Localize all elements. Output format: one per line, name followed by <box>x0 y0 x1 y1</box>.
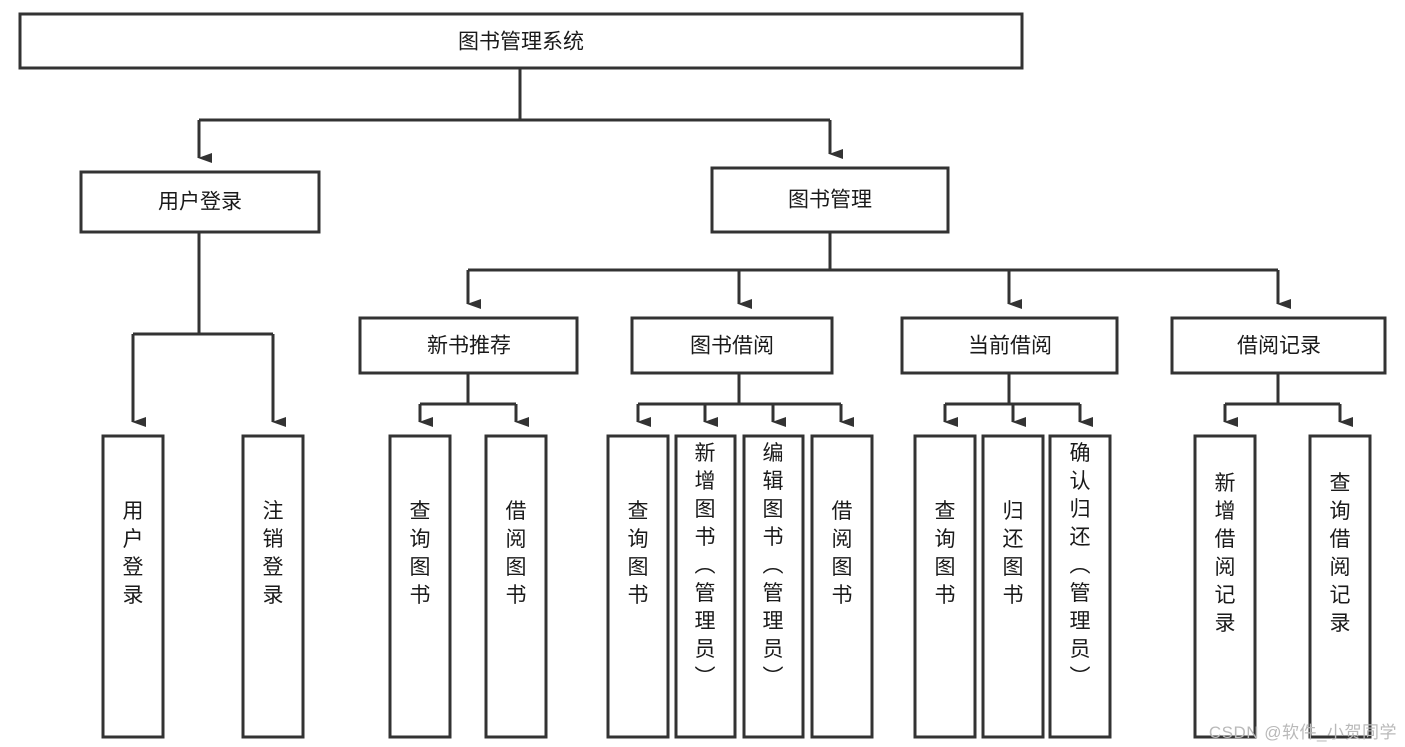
node-leaf-query-book-3-box[interactable] <box>913 434 977 739</box>
node-book-borrow-label: 图书借阅 <box>690 335 774 358</box>
node-leaf-query-book-1[interactable]: 查询图书 <box>388 434 452 739</box>
node-book-borrow-box[interactable] <box>630 316 834 375</box>
node-current-borrow-box[interactable] <box>900 316 1119 375</box>
node-leaf-add-record[interactable]: 新增借阅记录 <box>1193 434 1257 739</box>
node-leaf-user-login-box[interactable] <box>101 434 165 739</box>
node-root-box[interactable] <box>18 12 1024 70</box>
node-leaf-query-record-box[interactable] <box>1308 434 1372 739</box>
node-book-mgmt[interactable]: 图书管理 <box>710 166 950 234</box>
edge-group-book-mgmt <box>466 232 1291 309</box>
node-leaf-borrow-book-1-label: 借阅图书 <box>506 500 527 607</box>
node-leaf-borrow-book-2-label: 借阅图书 <box>832 500 853 607</box>
node-leaf-query-book-2[interactable]: 查询图书 <box>606 434 670 739</box>
node-borrow-record[interactable]: 借阅记录 <box>1170 316 1387 375</box>
edge-group-book-borrow <box>636 373 854 427</box>
node-leaf-edit-book[interactable]: 编辑图书︵管理员︶ <box>742 434 805 739</box>
node-leaf-add-book-label: 新增图书︵管理员︶ <box>695 442 716 689</box>
node-leaf-edit-book-label: 编辑图书︵管理员︶ <box>763 442 784 689</box>
node-leaf-add-record-label: 新增借阅记录 <box>1215 472 1236 635</box>
node-leaf-return-book-box[interactable] <box>981 434 1045 739</box>
node-leaf-query-record[interactable]: 查询借阅记录 <box>1308 434 1372 739</box>
node-leaf-logout-box[interactable] <box>241 434 305 739</box>
node-leaf-query-book-3[interactable]: 查询图书 <box>913 434 977 739</box>
node-new-book-rec-label: 新书推荐 <box>427 335 511 358</box>
node-user-login-label: 用户登录 <box>158 191 242 214</box>
node-leaf-user-login[interactable]: 用户登录 <box>101 434 165 739</box>
node-leaf-user-login-label: 用户登录 <box>123 500 144 607</box>
node-root[interactable]: 图书管理系统 <box>18 12 1024 70</box>
node-leaf-query-book-1-label: 查询图书 <box>410 500 431 607</box>
node-book-mgmt-label: 图书管理 <box>788 189 872 212</box>
node-user-login[interactable]: 用户登录 <box>79 170 321 234</box>
node-leaf-borrow-book-2[interactable]: 借阅图书 <box>810 434 874 739</box>
node-leaf-return-book[interactable]: 归还图书 <box>981 434 1045 739</box>
node-leaf-borrow-book-2-box[interactable] <box>810 434 874 739</box>
node-leaf-confirm-return-box[interactable] <box>1048 434 1112 739</box>
node-leaf-confirm-return-label: 确认归还︵管理员︶ <box>1070 442 1091 689</box>
node-leaf-query-book-2-label: 查询图书 <box>628 500 649 607</box>
edge-group-borrow-record <box>1223 373 1353 427</box>
node-borrow-record-label: 借阅记录 <box>1237 335 1321 358</box>
node-leaf-borrow-book-1-box[interactable] <box>484 434 548 739</box>
node-book-borrow[interactable]: 图书借阅 <box>630 316 834 375</box>
edge-group-new-book-rec <box>418 373 529 427</box>
node-user-login-box[interactable] <box>79 170 321 234</box>
node-leaf-add-book-box[interactable] <box>674 434 737 739</box>
edge-group-user-login <box>131 232 286 427</box>
node-leaf-query-book-2-box[interactable] <box>606 434 670 739</box>
node-book-mgmt-box[interactable] <box>710 166 950 234</box>
node-leaf-logout-label: 注销登录 <box>263 500 284 607</box>
node-leaf-add-book[interactable]: 新增图书︵管理员︶ <box>674 434 737 739</box>
node-leaf-query-record-label: 查询借阅记录 <box>1330 472 1351 635</box>
node-leaf-return-book-label: 归还图书 <box>1003 500 1024 607</box>
edge-group-root <box>197 68 843 163</box>
node-borrow-record-box[interactable] <box>1170 316 1387 375</box>
node-root-label: 图书管理系统 <box>458 31 584 54</box>
edge-group-current-borrow <box>943 373 1093 427</box>
node-leaf-query-book-1-box[interactable] <box>388 434 452 739</box>
node-current-borrow-label: 当前借阅 <box>968 335 1052 358</box>
node-leaf-edit-book-box[interactable] <box>742 434 805 739</box>
node-leaf-confirm-return[interactable]: 确认归还︵管理员︶ <box>1048 434 1112 739</box>
node-leaf-borrow-book-1[interactable]: 借阅图书 <box>484 434 548 739</box>
node-leaf-add-record-box[interactable] <box>1193 434 1257 739</box>
node-new-book-rec[interactable]: 新书推荐 <box>358 316 579 375</box>
node-current-borrow[interactable]: 当前借阅 <box>900 316 1119 375</box>
node-leaf-query-book-3-label: 查询图书 <box>935 500 956 607</box>
node-new-book-rec-box[interactable] <box>358 316 579 375</box>
node-leaf-logout[interactable]: 注销登录 <box>241 434 305 739</box>
